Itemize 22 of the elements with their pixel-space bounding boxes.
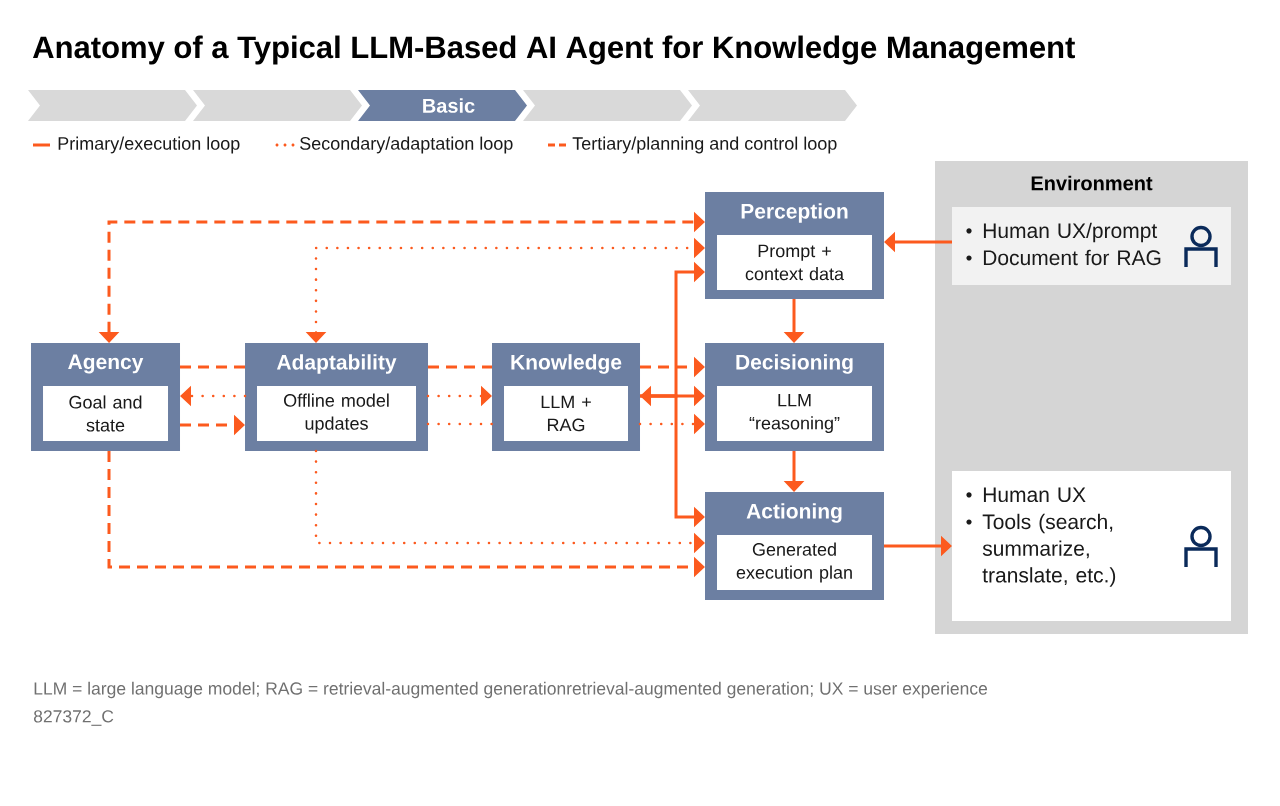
list-item: Human UX/prompt <box>983 222 1158 243</box>
text-panel: Prompt + context data <box>717 235 872 290</box>
text-panel: Goal and state <box>43 386 168 441</box>
node-label: Basic <box>423 98 475 113</box>
text-panel: LLM “reasoning” <box>717 386 872 441</box>
connector-line <box>426 422 494 426</box>
list-item: Human UX <box>983 487 1086 503</box>
text-panel: LLM + RAG <box>504 386 628 441</box>
list-item: Tools (search, summarize, translate, etc.) <box>982 513 1116 587</box>
text-panel: Offline model updates <box>257 386 416 441</box>
connector-line <box>180 365 245 369</box>
legend-label: Primary/execution loop <box>58 136 240 154</box>
footnote: LLM = large language model; RAG = retrieval-augmented generationretrieval-augmented generation; UX = user experience <box>34 681 988 699</box>
connector-line <box>428 365 492 369</box>
stage-band: Basic <box>28 90 857 121</box>
list-item: Document for RAG <box>983 249 1161 266</box>
legend-label: Tertiary/planning and control loop <box>572 136 837 154</box>
title: Anatomy of a Typical LLM-Based AI Agent for Knowledge Management <box>33 35 1075 65</box>
text-panel: Generated execution plan <box>717 535 872 590</box>
legend-label: Secondary/adaptation loop <box>300 136 513 154</box>
arrow <box>640 385 705 407</box>
footnote: 827372_C <box>33 710 114 726</box>
